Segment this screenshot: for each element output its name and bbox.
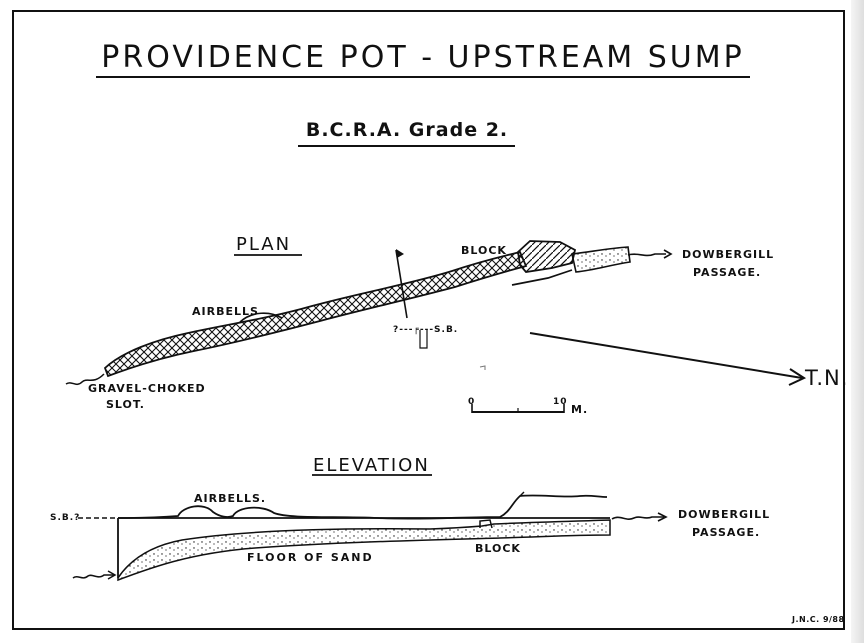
plan-airbells-label: AIRBELLS — [192, 305, 259, 318]
floor-of-sand — [117, 519, 611, 582]
plan-dowbergill-label-2: PASSAGE. — [693, 266, 762, 279]
plan-dowbergill-arrowhead — [663, 249, 673, 259]
plan-dowbergill-passage — [571, 246, 631, 273]
surveyor-signature: J.N.C. 9/88 — [792, 615, 845, 624]
plan-heading: PLAN — [236, 234, 292, 255]
elevation-sb-label: S.B.? — [50, 513, 81, 523]
drawing-border — [12, 10, 845, 630]
plan-main-passage — [103, 250, 528, 378]
page-edge-shadow — [851, 0, 864, 643]
elevation-profile — [72, 491, 668, 582]
north-arrow-line — [529, 332, 803, 379]
elevation-dowbergill-arrowhead — [657, 512, 668, 522]
elevation-dowbergill-label-1: DOWBERGILL — [678, 508, 771, 521]
survey-title: PROVIDENCE POT - UPSTREAM SUMP — [101, 40, 745, 75]
north-arrowhead — [788, 368, 807, 386]
elevation-block — [479, 519, 493, 529]
scale-zero-label: 0 — [468, 397, 476, 407]
elevation-entry-wiggle — [72, 574, 114, 579]
grade-label: B.C.R.A. Grade 2. — [305, 119, 509, 141]
plan-block-area — [517, 240, 577, 273]
plan-lower-wall — [511, 269, 573, 286]
section-line — [395, 249, 408, 319]
elevation-block-label: BLOCK — [475, 542, 521, 555]
elevation-entry-arrowhead — [107, 570, 117, 580]
plan-gravel-label-2: SLOT. — [106, 398, 145, 411]
plan-sb-marker — [419, 330, 428, 349]
elevation-airbells-label: AIRBELLS. — [194, 492, 267, 505]
elevation-heading: ELEVATION — [313, 455, 430, 476]
gravel-slot-wiggle — [65, 373, 105, 386]
plan-dowbergill-label-1: DOWBERGILL — [682, 248, 775, 261]
plan-gravel-label-1: GRAVEL-CHOKED — [88, 382, 206, 395]
scale-bar — [471, 404, 565, 413]
elevation-roof-upper — [519, 491, 525, 497]
plan-dowbergill-arrow — [627, 253, 666, 257]
true-north-label: T.N. — [805, 366, 849, 390]
elevation-dowbergill-wiggle — [611, 516, 664, 520]
elevation-dowbergill-label-2: PASSAGE. — [692, 526, 761, 539]
scale-ten-label: 10 — [553, 397, 568, 407]
plan-airbell-bulge — [239, 312, 283, 323]
floor-of-sand-label: FLOOR OF SAND — [247, 551, 374, 564]
small-stray-mark — [479, 365, 486, 370]
section-line-flag — [396, 249, 404, 258]
scale-unit-label: m. — [571, 403, 589, 416]
elevation-roof — [117, 494, 608, 520]
plan-sb-label: ?---╒---S.B. — [393, 325, 459, 335]
plan-passage — [65, 240, 673, 386]
section-line-stroke — [395, 249, 408, 319]
north-arrow — [529, 332, 807, 386]
plan-block-label: BLOCK — [461, 244, 507, 257]
